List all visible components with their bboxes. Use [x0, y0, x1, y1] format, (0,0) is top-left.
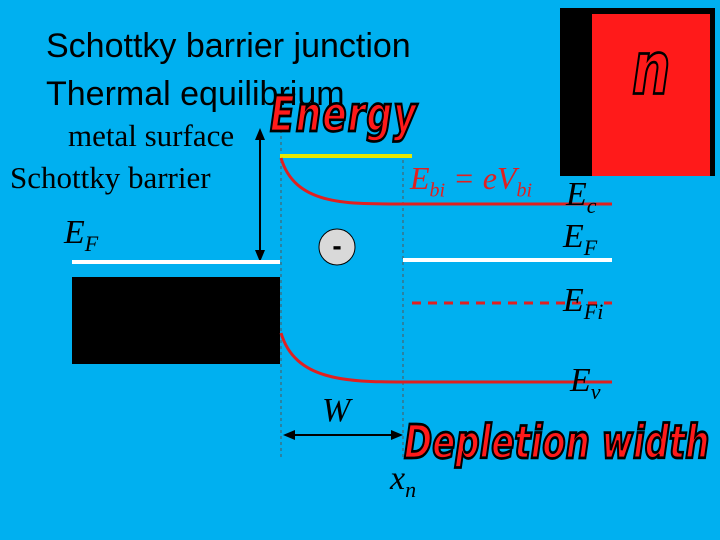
- label-ev: Ev: [570, 362, 601, 405]
- title-line-2: Thermal equilibrium: [46, 75, 345, 113]
- label-ec-main: E: [566, 176, 587, 213]
- label-ebi-sub: bi: [429, 179, 446, 202]
- label-efi-sub: Fi: [583, 298, 604, 324]
- barrier-arrow-head-top: [255, 128, 265, 140]
- label-ef-left: EF: [64, 214, 98, 257]
- label-vbi-sub: bi: [516, 179, 533, 202]
- label-ef-left-sub: F: [84, 230, 99, 256]
- wordart-depletion-width: Depletion width: [403, 415, 711, 472]
- label-ebi-main: E: [410, 160, 430, 196]
- label-metal-surface: metal surface: [68, 118, 235, 153]
- title-line-1: Schottky barrier junction: [46, 27, 411, 65]
- label-w: W: [322, 392, 351, 429]
- barrier-arrow-head-bottom: [255, 250, 265, 262]
- label-xn: xn: [390, 460, 416, 503]
- metal-block: [72, 277, 280, 364]
- label-ebi-eq: = eV: [445, 160, 517, 196]
- charge-symbol: -: [332, 230, 342, 261]
- wordart-energy: Energy: [269, 87, 418, 145]
- label-ebi-equation: Ebi = eVbi: [410, 160, 532, 202]
- depletion-width-arrow-head-left: [283, 430, 295, 440]
- valence-band-line: [279, 332, 612, 384]
- label-schottky-barrier: Schottky barrier: [10, 160, 211, 195]
- label-ef-left-main: E: [64, 214, 85, 251]
- label-efi-main: E: [563, 282, 584, 319]
- label-ef-right-sub: F: [583, 234, 598, 260]
- label-ec: Ec: [566, 176, 597, 219]
- label-ef-right-main: E: [563, 218, 584, 255]
- n-region-box: [592, 14, 710, 176]
- label-xn-sub: n: [405, 476, 417, 502]
- label-ev-main: E: [570, 362, 591, 399]
- wordart-n: n: [631, 25, 671, 113]
- label-ec-sub: c: [586, 192, 597, 218]
- label-xn-main: x: [390, 460, 406, 497]
- label-efi: EFi: [563, 282, 603, 325]
- conduction-band-line: [279, 157, 612, 206]
- depletion-width-arrow-head-right: [391, 430, 403, 440]
- label-ev-sub: v: [590, 378, 601, 404]
- label-ef-right: EF: [563, 218, 597, 261]
- charge-circle: [318, 228, 356, 266]
